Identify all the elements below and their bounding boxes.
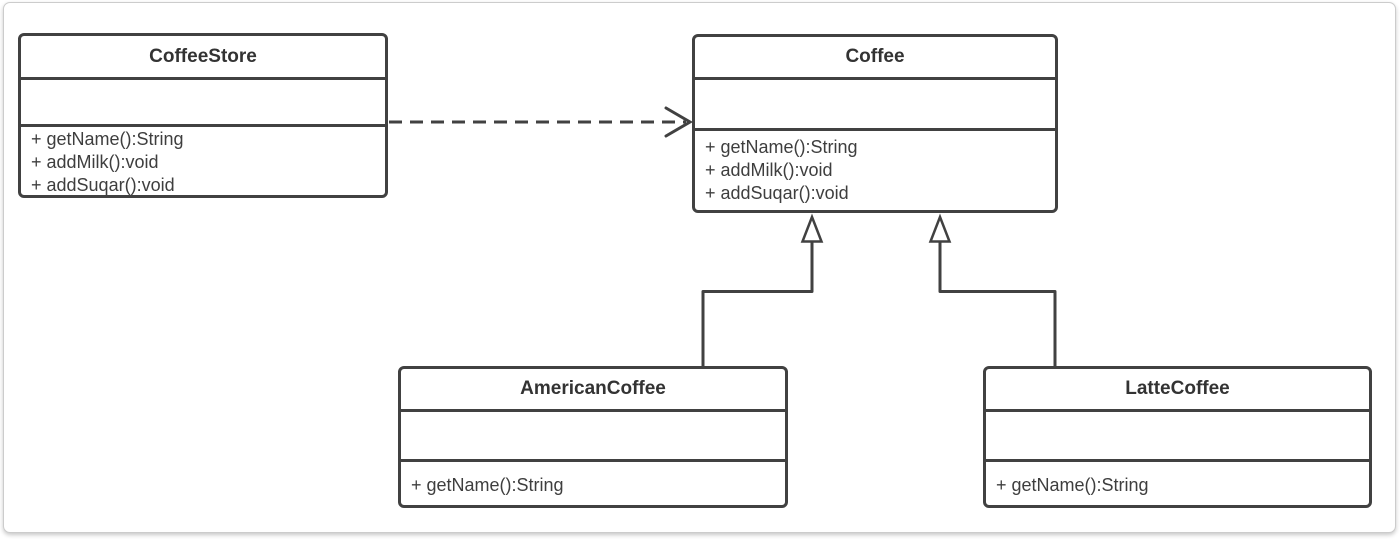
method-label: + addMilk():void [705, 160, 833, 180]
class-attributes-coffeestore [21, 80, 385, 127]
class-name-coffeestore: CoffeeStore [21, 36, 385, 80]
class-box-lattecoffee: LatteCoffee + getName():String [983, 366, 1372, 508]
class-methods-coffeestore: + getName():String + addMilk():void + ad… [21, 127, 385, 195]
method-label: + getName():String [31, 129, 184, 149]
class-methods-lattecoffee: + getName():String [986, 462, 1369, 505]
class-name-americancoffee: AmericanCoffee [401, 369, 785, 412]
class-box-coffee: Coffee + getName():String + addMilk():vo… [692, 34, 1058, 213]
class-attributes-americancoffee [401, 412, 785, 462]
class-name-coffee: Coffee [695, 37, 1055, 80]
class-methods-americancoffee: + getName():String [401, 462, 785, 505]
class-methods-coffee: + getName():String + addMilk():void + ad… [695, 131, 1055, 210]
class-box-coffeestore: CoffeeStore + getName():String + addMilk… [18, 33, 388, 198]
method-label: + addMilk():void [31, 152, 159, 172]
method-label: + getName():String [705, 137, 858, 157]
class-attributes-lattecoffee [986, 412, 1369, 462]
method-label: + addSuqar():void [31, 175, 175, 195]
method-label: + getName():String [996, 474, 1149, 495]
class-attributes-coffee [695, 80, 1055, 131]
class-box-americancoffee: AmericanCoffee + getName():String [398, 366, 788, 508]
method-label: + getName():String [411, 474, 564, 495]
class-name-lattecoffee: LatteCoffee [986, 369, 1369, 412]
method-label: + addSuqar():void [705, 183, 849, 203]
